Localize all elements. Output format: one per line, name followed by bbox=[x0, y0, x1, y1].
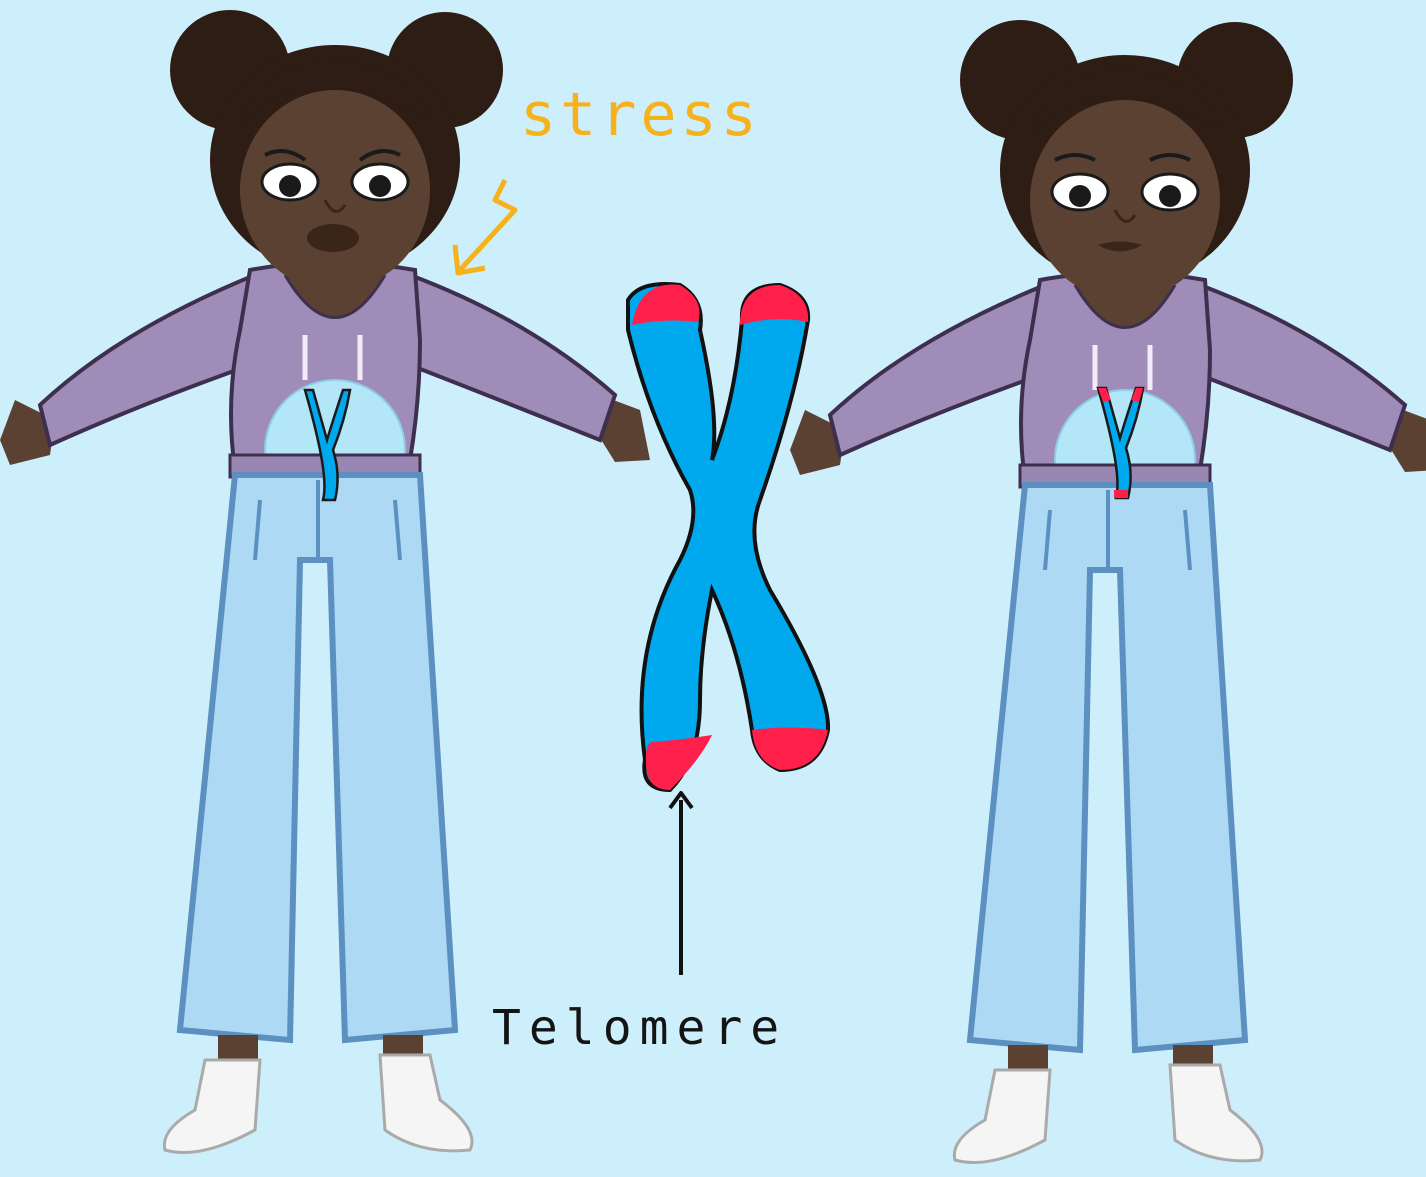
stress-label: stress bbox=[520, 80, 761, 150]
telomere-label: Telomere bbox=[492, 1000, 787, 1056]
telomere-cap-top-right bbox=[740, 285, 808, 325]
calm-girl-figure bbox=[790, 20, 1426, 1163]
frown-mouth bbox=[307, 224, 359, 252]
stressed-girl-figure bbox=[0, 10, 650, 1153]
chromosome bbox=[628, 284, 828, 790]
telomere-arrow bbox=[670, 793, 692, 975]
telomere-cap-bottom-right bbox=[752, 728, 828, 771]
stress-lightning-arrow bbox=[455, 180, 515, 273]
chromosome-body bbox=[628, 284, 828, 790]
